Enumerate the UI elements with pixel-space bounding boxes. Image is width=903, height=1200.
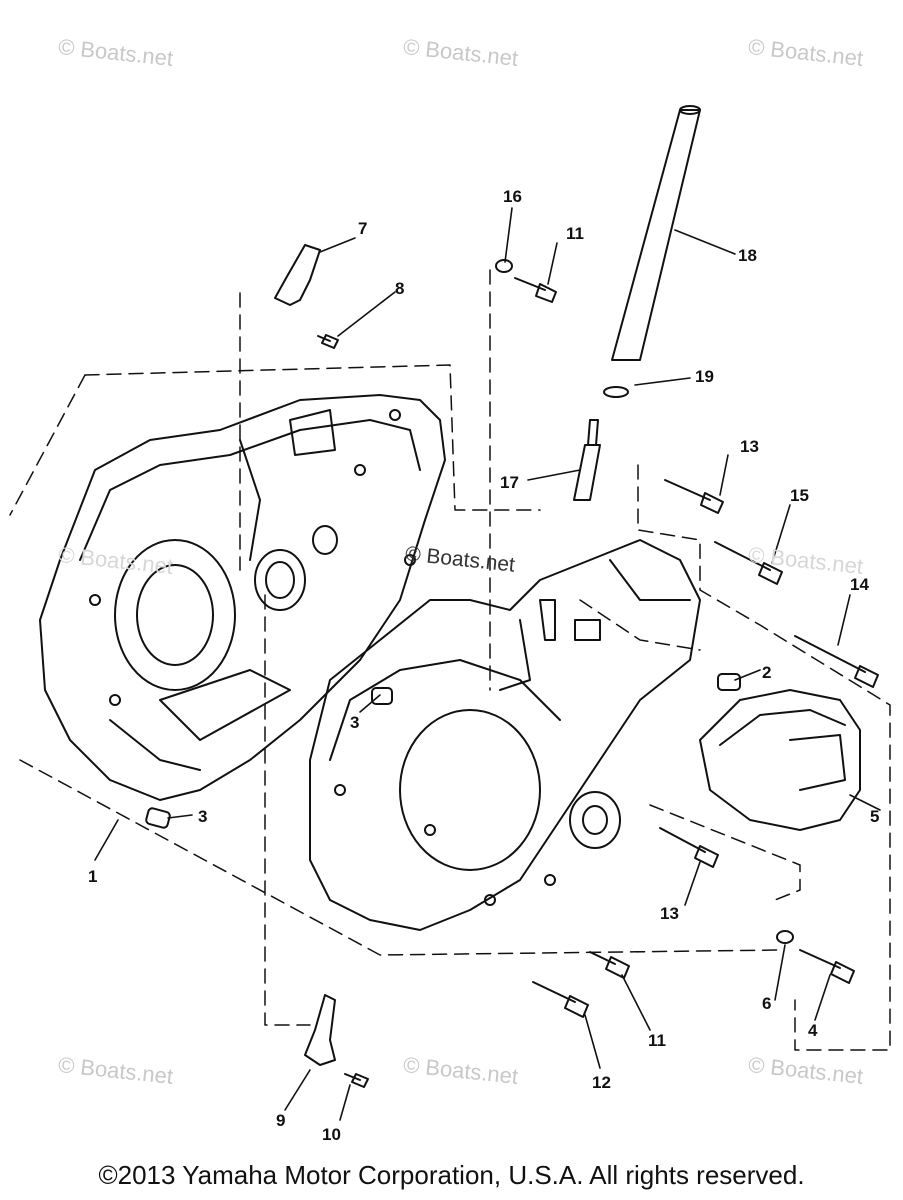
callout-3-left: 3 [198, 807, 208, 826]
right-crankcase-half [309, 539, 701, 931]
callout-8: 8 [395, 279, 405, 298]
callout-3-middle: 3 [350, 713, 360, 732]
crankcase-cover [699, 689, 861, 831]
callout-11-bottom: 11 [648, 1031, 666, 1050]
callout-9: 9 [276, 1111, 286, 1130]
callout-11-top: 11 [566, 224, 584, 243]
leader-lines [94, 207, 881, 1121]
callout-13-top: 13 [740, 437, 759, 456]
callout-12: 12 [592, 1073, 611, 1092]
dashed-outlines [9, 269, 891, 1051]
callout-13-bottom: 13 [660, 904, 679, 923]
callout-2: 2 [762, 663, 772, 682]
callout-19: 19 [695, 367, 714, 386]
callout-4: 4 [808, 1021, 818, 1040]
callout-1: 1 [88, 867, 98, 886]
left-crankcase-half [39, 394, 446, 801]
callout-10: 10 [322, 1125, 341, 1144]
callout-14: 14 [850, 575, 869, 594]
copyright-notice: ©2013 Yamaha Motor Corporation, U.S.A. A… [98, 1160, 805, 1190]
callout-15: 15 [790, 486, 809, 505]
callout-17: 17 [500, 473, 519, 492]
callout-7: 7 [358, 219, 368, 238]
callout-18: 18 [738, 246, 757, 265]
callout-5: 5 [870, 807, 880, 826]
callout-6: 6 [762, 994, 772, 1013]
breather-hose [573, 105, 701, 501]
callout-16: 16 [503, 187, 522, 206]
bolts [317, 259, 879, 1088]
